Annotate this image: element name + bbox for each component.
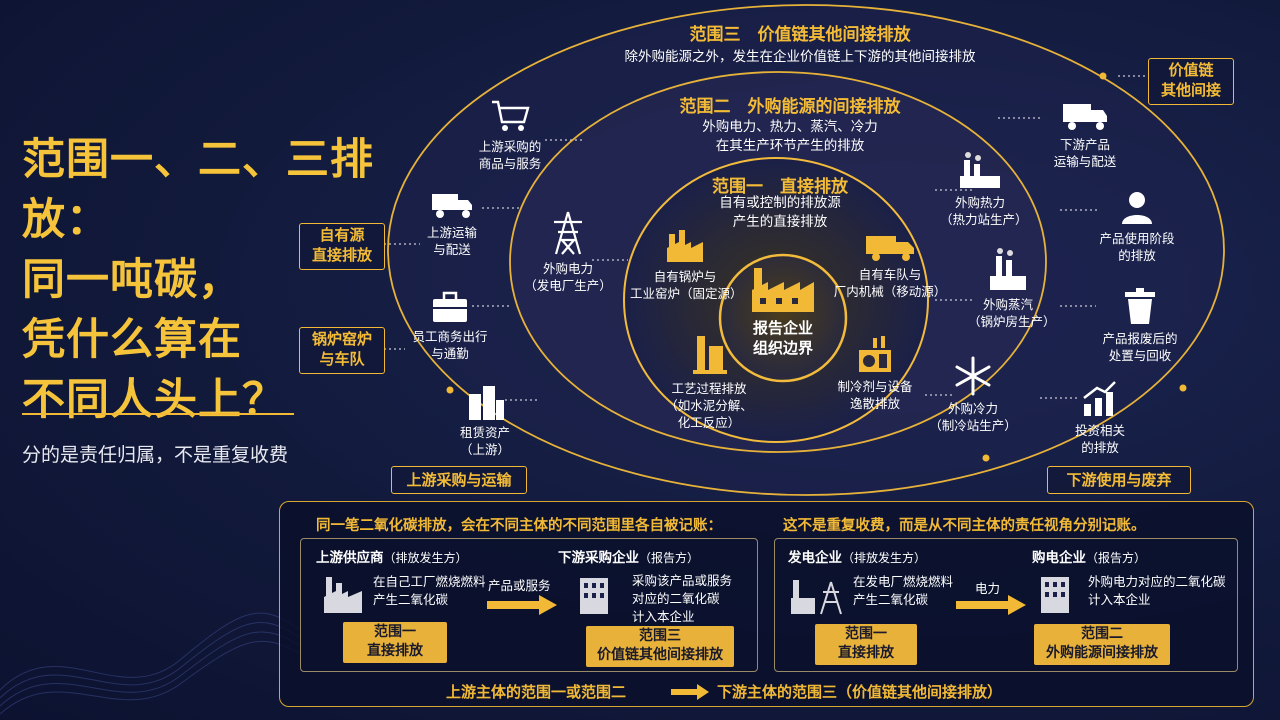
scope1-item-fleet: 自有车队与 厂内机械（移动源） xyxy=(830,232,950,300)
office-building-icon xyxy=(580,578,608,614)
scope2-item-power: 外购电力 （发电厂生产） xyxy=(518,210,618,294)
tag-upstream: 上游采购与运输 xyxy=(391,466,527,494)
scope3-item-use: 产品使用阶段 的排放 xyxy=(1092,190,1182,264)
refrigeration-unit-icon xyxy=(859,336,891,372)
panel-header-right: 这不是重复收费，而是从不同主体的责任视角分别记账。 xyxy=(783,518,1146,534)
scope3-item-end-of-life: 产品报废后的 处置与回收 xyxy=(1090,288,1190,364)
bar-chart-icon xyxy=(1083,381,1116,416)
title-line-2: 同一吨碳， xyxy=(22,255,242,305)
generator-text: 在发电厂燃烧燃料产生二氧化碳 xyxy=(853,574,954,607)
scope1-box-left: 范围一直接排放 xyxy=(343,622,447,663)
scope1-title: 范围一 直接排放 xyxy=(712,177,848,197)
panel-header-left: 同一笔二氧化碳排放，会在不同主体的不同范围里各自被记账： xyxy=(316,518,722,534)
scope2-item-heat: 外购热力 （热力站生产） xyxy=(940,150,1028,228)
scope3-box: 范围三价值链其他间接排放 xyxy=(586,626,734,667)
arrow-right-icon xyxy=(956,595,1026,615)
scope3-title: 范围三 价值链其他间接排放 xyxy=(689,25,911,45)
core-boundary: 报告企业 组织边界 xyxy=(733,262,833,358)
generator-buyer-panel xyxy=(774,538,1238,672)
scope3-item-investment: 投资相关 的排放 xyxy=(1060,380,1140,456)
recycle-bin-icon xyxy=(1125,288,1155,324)
scope1-box-right: 范围一直接排放 xyxy=(815,624,917,665)
scope3-item-upstream-transport: 上游运输 与配送 xyxy=(412,192,492,258)
scope1-item-boiler: 自有锅炉与 工业窑炉（固定源） xyxy=(630,226,743,302)
refinery-icon xyxy=(693,336,727,374)
arrow-right-icon xyxy=(487,595,557,615)
footer-left: 上游主体的范围一或范围二 xyxy=(446,683,627,701)
snowflake-icon xyxy=(955,356,991,396)
title-divider xyxy=(22,413,294,415)
scope3-item-downstream-transport: 下游产品 运输与配送 xyxy=(1040,102,1130,170)
scope3-item-leased: 租赁资产 （上游） xyxy=(450,384,520,458)
scope2-box: 范围二外购能源间接排放 xyxy=(1034,624,1170,665)
scope2-item-cooling: 外购冷力 （制冷站生产） xyxy=(928,356,1018,434)
scope1-description: 自有或控制的排放源 产生的直接排放 xyxy=(719,195,841,230)
power-tower-icon xyxy=(554,211,582,255)
truck-icon xyxy=(866,236,914,261)
arrow-right-icon xyxy=(671,684,709,700)
supplier-label: 上游供应商（排放发生方） xyxy=(316,550,468,566)
scope2-item-steam: 外购蒸汽 （锅炉房生产） xyxy=(968,246,1056,330)
scope3-item-travel: 员工商务出行 与通勤 xyxy=(400,290,500,362)
page-title: 范围一、二、三排放： 同一吨碳， 凭什么算在 不同人头上？ xyxy=(22,130,382,430)
wave-decoration xyxy=(0,612,300,715)
shopping-cart-icon xyxy=(492,100,530,131)
title-line-4: 不同人头上？ xyxy=(22,375,286,425)
scope3-description: 除外购能源之外，发生在企业价值链上下游的其他间接排放 xyxy=(624,49,976,65)
truck-icon xyxy=(1063,104,1107,130)
factory-icon xyxy=(324,577,362,613)
tag-boiler-fleet: 锅炉窑炉与车队 xyxy=(299,327,385,374)
scope1-item-process: 工艺过程排放 （如水泥分解、 化工反应） xyxy=(654,332,764,431)
power-buyer-text: 外购电力对应的二氧化碳计入本企业 xyxy=(1088,574,1226,607)
scope2-description: 外购电力、热力、蒸汽、冷力 在其生产环节产生的排放 xyxy=(702,119,878,154)
accounting-panel xyxy=(279,501,1254,707)
user-icon xyxy=(1122,192,1152,224)
supplier-buyer-panel xyxy=(300,538,758,672)
generator-label: 发电企业（排放发生方） xyxy=(788,550,927,566)
scope1-item-refrigerant: 制冷剂与设备 逸散排放 xyxy=(820,334,930,412)
steam-plant-icon xyxy=(990,248,1026,290)
briefcase-icon xyxy=(433,291,467,322)
buyer-label: 下游采购企业（报告方） xyxy=(558,550,700,566)
supplier-text: 在自己工厂燃烧燃料产生二氧化碳 xyxy=(373,574,486,607)
truck-icon xyxy=(432,194,472,218)
product-arrow-label: 产品或服务 xyxy=(488,578,551,593)
tag-downstream: 下游使用与废弃 xyxy=(1047,466,1191,494)
boiler-icon xyxy=(667,230,703,262)
power-buyer-label: 购电企业（报告方） xyxy=(1032,550,1147,566)
title-line-1: 范围一、二、三排放： xyxy=(22,135,374,245)
heat-plant-icon xyxy=(960,152,1000,188)
subtitle: 分的是责任归属，不是重复收费 xyxy=(22,444,289,466)
footer-right: 下游主体的范围三（价值链其他间接排放） xyxy=(717,683,1003,701)
power-plant-icon xyxy=(791,580,842,615)
tag-value-chain: 价值链其他间接 xyxy=(1148,58,1234,105)
factory-icon xyxy=(752,268,814,312)
buildings-icon xyxy=(469,386,504,420)
buyer-text: 采购该产品或服务对应的二氧化碳 计入本企业 xyxy=(632,573,733,624)
office-building-icon xyxy=(1041,577,1069,613)
scope3-item-goods: 上游采购的 商品与服务 xyxy=(470,98,550,172)
tag-own-source: 自有源直接排放 xyxy=(299,223,385,270)
scope2-title: 范围二 外购能源的间接排放 xyxy=(679,97,901,117)
core-ring xyxy=(718,253,848,383)
title-line-3: 凭什么算在 xyxy=(22,315,242,365)
electricity-arrow-label: 电力 xyxy=(975,581,1001,596)
